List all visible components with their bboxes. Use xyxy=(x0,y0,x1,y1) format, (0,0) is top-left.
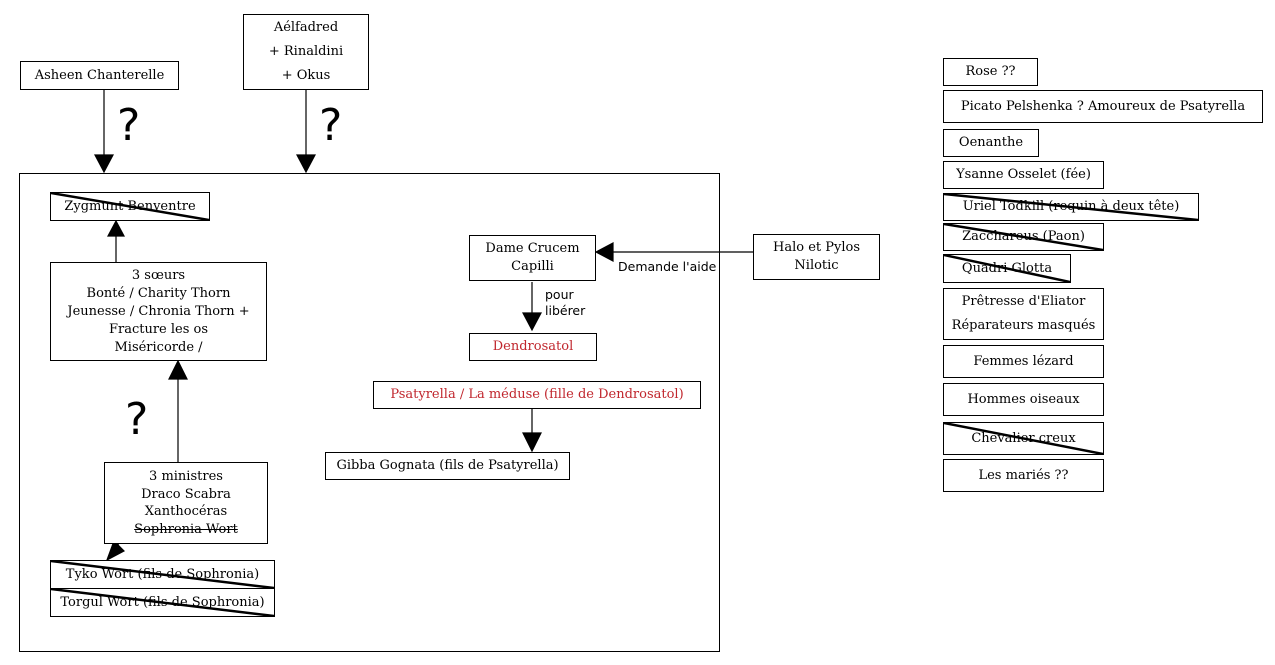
arrow-tyko-head xyxy=(105,539,125,562)
node-hommes-label: Hommes oiseaux xyxy=(967,391,1080,407)
node-pretresse-line1: Prêtresse d'Eliator xyxy=(961,294,1086,309)
node-aelfadred-line1: Aélfadred xyxy=(273,20,339,35)
node-soeurs-line4: Fracture les os xyxy=(108,321,209,337)
node-tyko-label: Tyko Wort (fils de Sophronia) xyxy=(65,566,260,582)
label-pour-liberer: pour libérer xyxy=(545,287,585,319)
node-halo-pylos: Halo et Pylos Nilotic xyxy=(753,234,880,280)
arrow-asheen-head xyxy=(94,154,114,174)
node-halo-line1: Halo et Pylos xyxy=(772,240,860,255)
node-dendrosatol: Dendrosatol xyxy=(469,333,597,361)
node-quadri: Quadri Glotta xyxy=(943,254,1071,283)
node-soeurs-line5: Miséricorde / xyxy=(114,339,203,355)
group-frame xyxy=(19,173,720,652)
node-asheen-label: Asheen Chanterelle xyxy=(34,67,165,83)
node-dame-line2: Capilli xyxy=(511,259,554,274)
node-ministres-line3: Xanthocéras xyxy=(144,504,228,519)
node-picato-label: Picato Pelshenka ? Amoureux de Psatyrell… xyxy=(960,98,1246,114)
node-halo-line2: Nilotic xyxy=(794,258,839,273)
node-maries: Les mariés ?? xyxy=(943,459,1104,492)
node-soeurs-line2: Bonté / Charity Thorn xyxy=(86,285,231,301)
node-pretresse-line2: Réparateurs masqués xyxy=(951,318,1096,333)
node-pretresse: Prêtresse d'Eliator Réparateurs masqués xyxy=(943,288,1104,340)
arrow-halo-head xyxy=(594,242,614,262)
node-zacchareus-label: Zacchareus (Paon) xyxy=(962,229,1085,244)
node-gibba: Gibba Gognata (fils de Psatyrella) xyxy=(325,452,570,480)
node-femmes-lezard: Femmes lézard xyxy=(943,345,1104,378)
node-zygmunt: Zygmunt Benventre xyxy=(50,192,210,221)
arrow-aelfadred-head xyxy=(296,154,316,174)
question-mark-asheen: ? xyxy=(117,100,141,151)
node-psatyrella: Psatyrella / La méduse (fille de Dendros… xyxy=(373,381,701,409)
node-uriel-label: Uriel Todkill (requin à deux tête) xyxy=(962,199,1180,214)
arrow-soeurs-head xyxy=(107,219,125,237)
node-dendrosatol-label: Dendrosatol xyxy=(492,339,574,354)
node-hommes-oiseaux: Hommes oiseaux xyxy=(943,383,1104,416)
arrow-ministres-head xyxy=(168,359,188,380)
node-ysanne-label: Ysanne Osselet (fée) xyxy=(956,167,1091,182)
node-asheen: Asheen Chanterelle xyxy=(20,61,179,90)
node-uriel: Uriel Todkill (requin à deux tête) xyxy=(943,193,1199,221)
question-mark-ministres: ? xyxy=(125,394,149,445)
node-aelfadred-line2: + Rinaldini xyxy=(268,44,344,59)
node-soeurs-line3: Jeunesse / Chronia Thorn + xyxy=(67,303,250,319)
node-soeurs-line1: 3 sœurs xyxy=(131,267,186,283)
node-psatyrella-label: Psatyrella / La méduse (fille de Dendros… xyxy=(390,387,684,402)
node-ministres-line4: Sophronia Wort xyxy=(134,521,238,537)
node-dame-line1: Dame Crucem xyxy=(485,241,580,256)
node-torgul-label: Torgul Wort (fils de Sophronia) xyxy=(60,594,265,610)
label-pour: pour xyxy=(545,287,574,302)
node-zygmunt-label: Zygmunt Benventre xyxy=(64,198,196,214)
node-rose-label: Rose ?? xyxy=(965,64,1016,79)
node-zacchareus: Zacchareus (Paon) xyxy=(943,223,1104,251)
node-tyko: Tyko Wort (fils de Sophronia) xyxy=(50,560,275,589)
node-oenanthe-label: Oenanthe xyxy=(958,135,1024,150)
label-demande-aide: Demande l'aide xyxy=(618,259,717,274)
node-torgul: Torgul Wort (fils de Sophronia) xyxy=(50,588,275,617)
node-dame-crucem: Dame Crucem Capilli xyxy=(469,235,596,281)
node-ministres: 3 ministres Draco Scabra Xanthocéras Sop… xyxy=(104,462,268,544)
node-rose: Rose ?? xyxy=(943,58,1038,86)
node-ministres-line1: 3 ministres xyxy=(149,469,223,484)
node-quadri-label: Quadri Glotta xyxy=(961,260,1053,276)
label-liberer: libérer xyxy=(545,303,586,318)
node-aelfadred-line3: + Okus xyxy=(281,68,331,83)
node-chevalier: Chevalier creux xyxy=(943,422,1104,455)
node-femmes-label: Femmes lézard xyxy=(973,353,1074,369)
node-oenanthe: Oenanthe xyxy=(943,129,1039,157)
arrow-psatyrella-head xyxy=(522,432,542,453)
node-soeurs: 3 sœurs Bonté / Charity Thorn Jeunesse /… xyxy=(50,262,267,361)
node-picato: Picato Pelshenka ? Amoureux de Psatyrell… xyxy=(943,90,1263,123)
node-chevalier-label: Chevalier creux xyxy=(971,430,1076,446)
question-mark-aelfadred: ? xyxy=(319,100,343,151)
arrow-dame-head xyxy=(522,312,542,332)
node-ysanne: Ysanne Osselet (fée) xyxy=(943,161,1104,189)
node-aelfadred: Aélfadred + Rinaldini + Okus xyxy=(243,14,369,90)
node-maries-label: Les mariés ?? xyxy=(978,467,1069,483)
node-gibba-label: Gibba Gognata (fils de Psatyrella) xyxy=(336,458,559,473)
node-ministres-line2: Draco Scabra xyxy=(141,486,231,502)
